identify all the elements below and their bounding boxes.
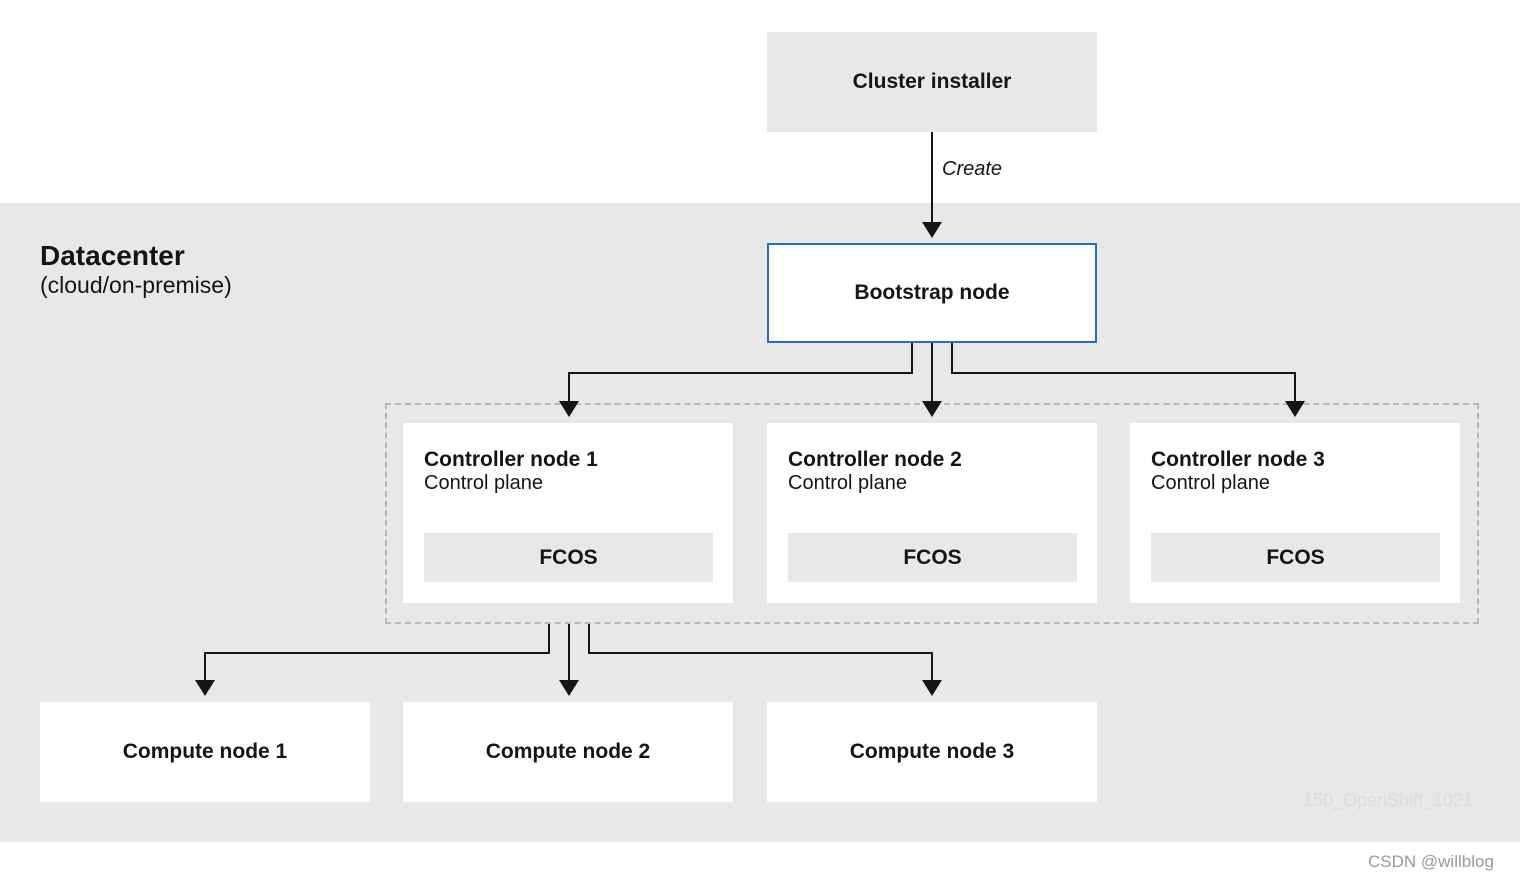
fcos-box: FCOS (424, 533, 713, 582)
figure-id-watermark: 150_OpenShift_1021 (1303, 790, 1474, 810)
arrowhead-icon (559, 680, 579, 696)
controller-node-role: Control plane (1151, 472, 1270, 494)
compute-node-3: Compute node 3 (767, 702, 1097, 802)
bootstrap-node-label: Bootstrap node (854, 281, 1010, 304)
fcos-label: FCOS (903, 545, 962, 569)
datacenter-title: Datacenter (40, 240, 185, 271)
source-credit: CSDN @willblog (1368, 852, 1494, 871)
compute-node-label: Compute node 1 (122, 740, 288, 763)
compute-node-1: Compute node 1 (40, 702, 370, 802)
create-edge-label: Create (942, 158, 1003, 180)
controller-node-1: Controller node 1 Control plane FCOS (403, 423, 733, 603)
bootstrap-to-controller-1-line (568, 343, 913, 402)
datacenter-subtitle: (cloud/on-premise) (40, 272, 232, 298)
controller-node-3: Controller node 3 Control plane FCOS (1130, 423, 1460, 603)
bootstrap-to-controller-3-line (951, 343, 1296, 402)
arrowhead-icon (922, 680, 942, 696)
controller-node-role: Control plane (788, 472, 907, 494)
bootstrap-node-box: Bootstrap node (767, 243, 1097, 343)
arrowhead-icon (922, 401, 942, 417)
fcos-box: FCOS (788, 533, 1077, 582)
arrowhead-icon (195, 680, 215, 696)
fcos-label: FCOS (539, 545, 598, 569)
fcos-box: FCOS (1151, 533, 1440, 582)
compute-node-2: Compute node 2 (403, 702, 733, 802)
cluster-installer-label: Cluster installer (852, 70, 1012, 93)
controllers-to-compute-3-line (588, 624, 933, 682)
controller-node-2: Controller node 2 Control plane FCOS (767, 423, 1097, 603)
controller-node-role: Control plane (424, 472, 543, 494)
controller-node-title: Controller node 3 (1151, 448, 1325, 471)
cluster-installer-box: Cluster installer (767, 32, 1097, 132)
compute-node-label: Compute node 2 (485, 740, 651, 763)
controller-node-title: Controller node 2 (788, 448, 962, 471)
compute-node-label: Compute node 3 (849, 740, 1015, 763)
arrowhead-icon (559, 401, 579, 417)
arrowhead-icon (922, 222, 942, 238)
fcos-label: FCOS (1266, 545, 1325, 569)
arrowhead-icon (1285, 401, 1305, 417)
controller-node-title: Controller node 1 (424, 448, 598, 471)
controllers-to-compute-1-line (204, 624, 550, 682)
